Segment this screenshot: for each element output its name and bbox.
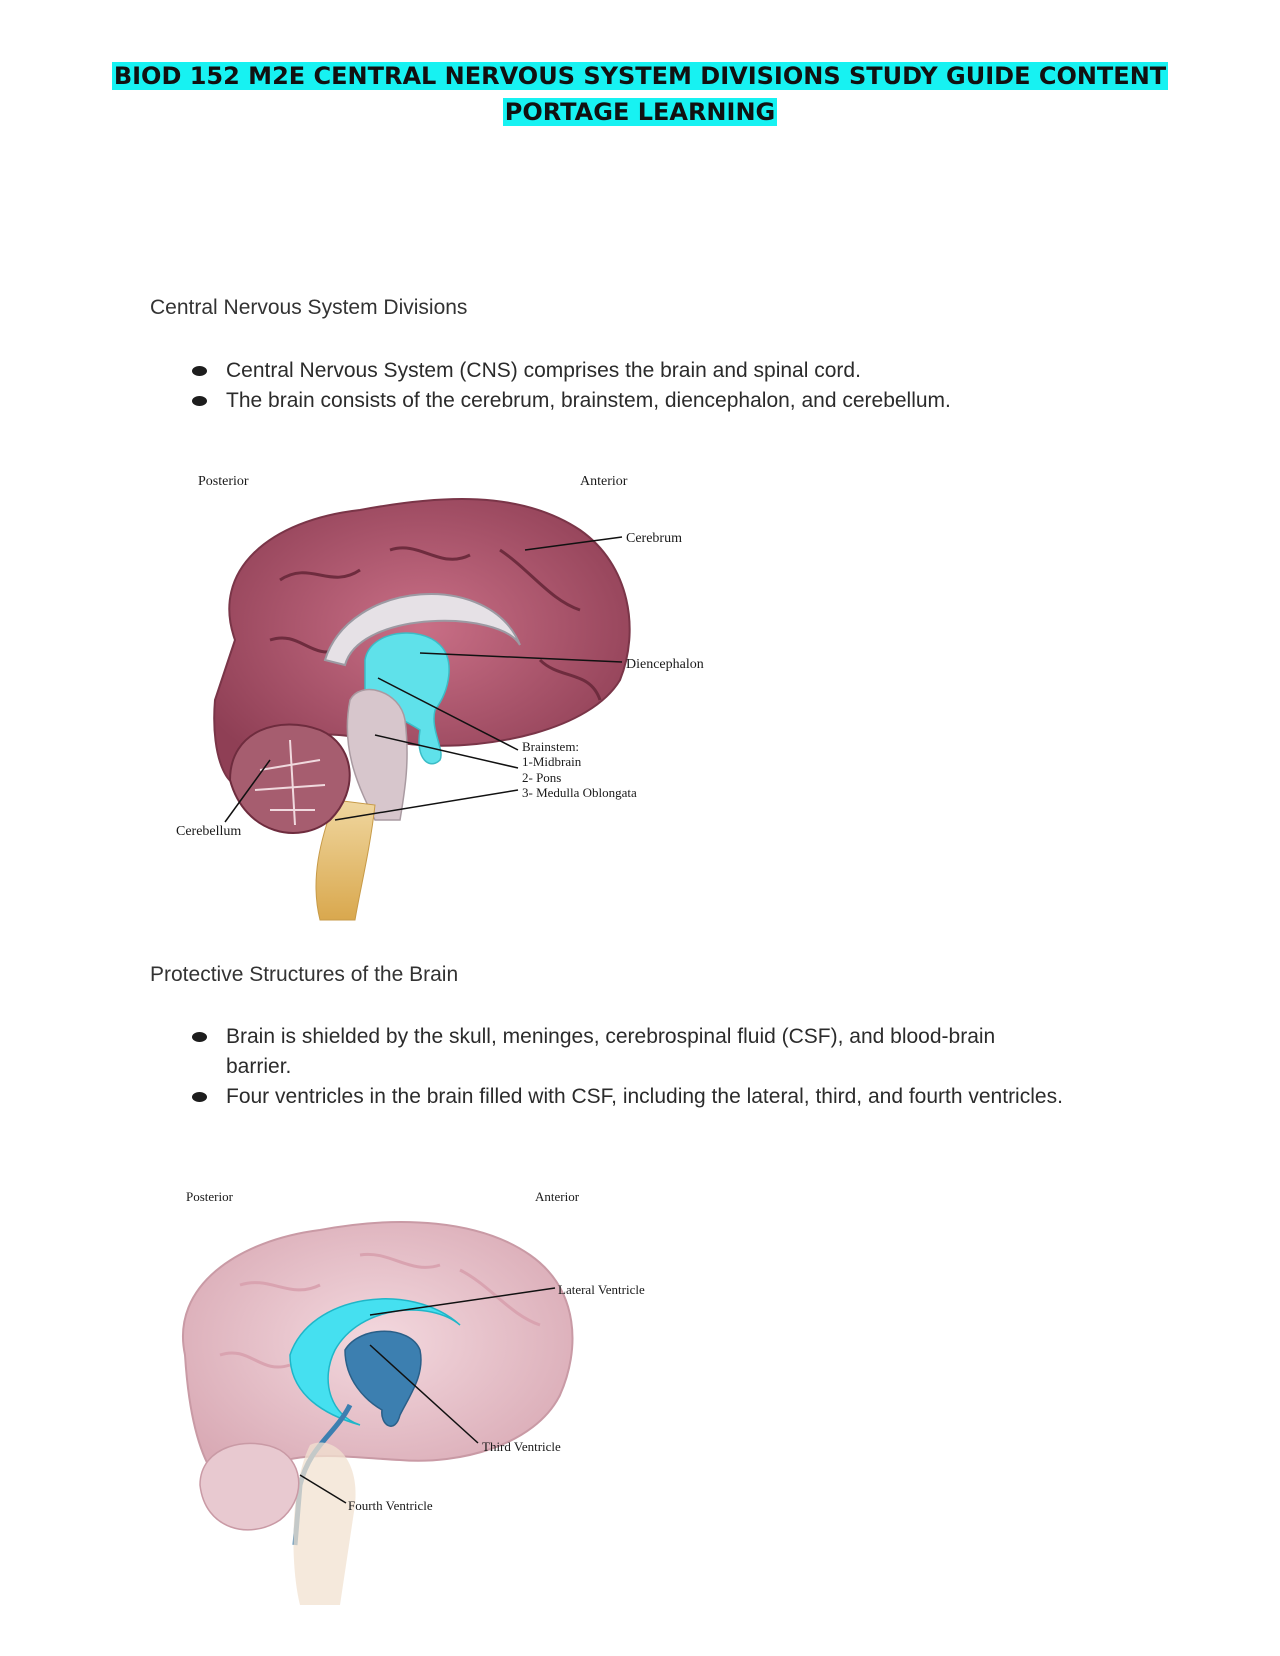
pons-leader-line [374,734,519,769]
diencephalon-leader-line [419,652,623,663]
bullet-item: Central Nervous System (CNS) comprises t… [186,356,1066,386]
third-ventricle-label: Third Ventricle [482,1439,561,1454]
bullet-item: The brain consists of the cerebrum, brai… [186,386,1066,416]
bullet-text: Four ventricles in the brain filled with… [226,1085,1063,1108]
protective-structures-bullet-list: Brain is shielded by the skull, meninges… [186,1022,1066,1112]
pons-label: 2- Pons [522,770,561,785]
posterior-label-2: Posterior [186,1189,234,1204]
brain-divisions-diagram: Posterior Anterior Cerebrum Diencephalon… [176,474,704,921]
anterior-label: Anterior [580,474,628,489]
gyri-lines [269,546,602,701]
brain-gyri-lines [219,1252,541,1369]
bullet-dot-icon [192,1092,207,1102]
medulla-leader-line [334,789,519,821]
bullet-dot-icon [192,396,207,406]
bullet-text: The brain consists of the cerebrum, brai… [226,389,951,412]
cerebellum-leader-line [224,759,271,823]
corpus-callosum-shape [323,593,521,667]
diencephalon-shape [364,632,450,765]
third-ventricle-shape [344,1330,422,1427]
cerebellum-shape-2 [199,1442,300,1531]
bullet-text: Central Nervous System (CNS) comprises t… [226,359,861,382]
cerebrum-label: Cerebrum [626,531,682,546]
cerebrum-leader-line [524,536,623,551]
brainstem-label: Brainstem: [522,739,579,754]
lateral-ventricle-label: Lateral Ventricle [558,1282,645,1297]
document-title: BIOD 152 M2E CENTRAL NERVOUS SYSTEM DIVI… [0,58,1280,130]
bullet-text: Brain is shielded by the skull, meninges… [226,1025,996,1078]
third-ventricle-leader-line [369,1344,479,1444]
anterior-label-2: Anterior [535,1189,580,1204]
fourth-ventricle-leader-line [299,1474,347,1504]
medulla-label: 3- Medulla Oblongata [522,785,637,800]
cns-divisions-bullet-list: Central Nervous System (CNS) comprises t… [186,356,1066,416]
posterior-label: Posterior [198,474,249,489]
section-heading-protective-structures: Protective Structures of the Brain [150,963,459,986]
midbrain-label: 1-Midbrain [522,754,582,769]
title-line-1: BIOD 152 M2E CENTRAL NERVOUS SYSTEM DIVI… [111,62,1169,90]
bullet-item: Four ventricles in the brain filled with… [186,1082,1066,1112]
cerebellum-arbor-lines [254,739,326,826]
spinal-cord-shape [315,799,376,921]
cerebellum-shape [228,723,351,834]
section-heading-cns-divisions: Central Nervous System Divisions [150,296,468,319]
diencephalon-label: Diencephalon [626,657,704,672]
fourth-ventricle-label: Fourth Ventricle [348,1498,433,1513]
brain-ventricles-diagram: Posterior Anterior Lateral Ventricle Thi… [182,1189,645,1605]
lateral-ventricle-leader-line [369,1287,556,1316]
brainstem-shape [346,689,408,821]
brainstem-shape-2 [293,1442,356,1605]
title-line-2: PORTAGE LEARNING [502,98,778,126]
bullet-dot-icon [192,366,207,376]
bullet-dot-icon [192,1032,207,1042]
cerebellum-label: Cerebellum [176,824,241,839]
midbrain-leader-line [377,677,519,751]
bullet-item: Brain is shielded by the skull, meninges… [186,1022,1066,1082]
